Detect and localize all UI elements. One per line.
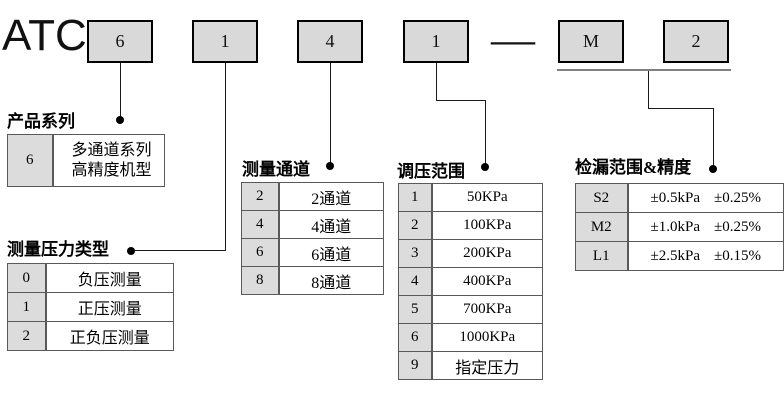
- desc-line-1: 多通道系列: [71, 141, 152, 159]
- code-box-channels: 4: [297, 20, 363, 63]
- table-row: 9 指定压力: [398, 351, 543, 380]
- desc-cell: 1000KPa: [431, 323, 543, 352]
- code-cell: 4: [398, 267, 433, 296]
- connector-dot-series: [116, 116, 124, 124]
- connector-line-pressure-type-h: [135, 250, 226, 251]
- table-series: 6 多通道系列 高精度机型: [7, 134, 165, 187]
- connector-line-leak-h: [648, 108, 714, 109]
- connector-line-series: [120, 63, 121, 118]
- connector-line-pressure-type-v: [225, 63, 226, 251]
- section-title-pressure-range: 调压范围: [397, 162, 465, 181]
- table-row: S2 ±0.5kPa ±0.25%: [575, 183, 784, 213]
- code-box-leak-letter: M: [558, 20, 624, 63]
- separator-dash: —: [491, 15, 535, 64]
- section-title-series: 产品系列: [7, 112, 75, 131]
- code-box-series: 6: [87, 20, 153, 63]
- leak-group-underline: [557, 69, 731, 71]
- leak-accuracy-value: ±0.25%: [714, 189, 761, 206]
- connector-line-range-h: [436, 100, 486, 101]
- table-row: 2 正负压测量: [7, 321, 174, 351]
- desc-cell: ±1.0kPa ±0.25%: [627, 212, 784, 242]
- code-cell: 6: [7, 134, 54, 187]
- table-row: 4 400KPa: [398, 267, 543, 296]
- connector-line-range-v1: [436, 63, 437, 101]
- table-row: 6 1000KPa: [398, 323, 543, 352]
- connector-line-range-v2: [485, 100, 486, 164]
- table-row: 2 100KPa: [398, 211, 543, 240]
- desc-cell: 多通道系列 高精度机型: [52, 134, 165, 187]
- desc-cell: 正压测量: [45, 292, 174, 322]
- connector-dot-range: [481, 163, 489, 171]
- code-cell: 5: [398, 295, 433, 324]
- desc-cell: 100KPa: [431, 211, 543, 240]
- leak-accuracy-value: ±0.15%: [714, 247, 761, 264]
- desc-cell: ±2.5kPa ±0.15%: [627, 241, 784, 271]
- connector-dot-pressure-type: [127, 247, 135, 255]
- table-row: M2 ±1.0kPa ±0.25%: [575, 212, 784, 242]
- code-cell: 1: [398, 183, 433, 212]
- code-cell: 6: [398, 323, 433, 352]
- leak-range-value: ±2.5kPa: [650, 247, 700, 264]
- connector-line-leak-v2: [713, 108, 714, 166]
- desc-cell: 正负压测量: [45, 321, 174, 351]
- desc-line-2: 高精度机型: [71, 161, 152, 179]
- code-cell: 4: [241, 210, 280, 239]
- code-cell: 1: [7, 292, 47, 322]
- desc-cell: 6通道: [278, 238, 384, 267]
- code-box-pressure-type: 1: [192, 20, 258, 63]
- desc-cell: 2通道: [278, 182, 384, 211]
- desc-cell: 4通道: [278, 210, 384, 239]
- code-box-leak-digit: 2: [663, 20, 729, 63]
- desc-cell: 指定压力: [431, 351, 543, 380]
- code-cell: 2: [7, 321, 47, 351]
- table-row: 6 多通道系列 高精度机型: [7, 134, 165, 187]
- code-cell: 2: [398, 211, 433, 240]
- desc-cell: 负压测量: [45, 263, 174, 293]
- leak-accuracy-value: ±0.25%: [714, 218, 761, 235]
- table-row: 0 负压测量: [7, 263, 174, 293]
- code-cell: 0: [7, 263, 47, 293]
- table-row: L1 ±2.5kPa ±0.15%: [575, 241, 784, 271]
- connector-dot-leak: [709, 165, 717, 173]
- code-cell: 2: [241, 182, 280, 211]
- code-cell: 6: [241, 238, 280, 267]
- section-title-pressure-type: 测量压力类型: [7, 240, 109, 259]
- table-row: 4 4通道: [241, 210, 384, 239]
- desc-cell: 400KPa: [431, 267, 543, 296]
- table-pressure-type: 0 负压测量 1 正压测量 2 正负压测量: [7, 263, 174, 351]
- code-box-range: 1: [403, 20, 469, 63]
- code-cell: S2: [575, 183, 629, 213]
- table-row: 1 正压测量: [7, 292, 174, 322]
- leak-range-value: ±1.0kPa: [650, 218, 700, 235]
- code-cell: M2: [575, 212, 629, 242]
- table-row: 8 8通道: [241, 266, 384, 295]
- connector-line-leak-v1: [648, 71, 649, 109]
- code-cell: 8: [241, 266, 280, 295]
- table-channels: 2 2通道 4 4通道 6 6通道 8 8通道: [241, 182, 384, 295]
- leak-range-value: ±0.5kPa: [650, 189, 700, 206]
- connector-dot-channels: [326, 162, 334, 170]
- desc-cell: 8通道: [278, 266, 384, 295]
- section-title-channels: 测量通道: [242, 160, 310, 179]
- desc-cell: 700KPa: [431, 295, 543, 324]
- table-row: 2 2通道: [241, 182, 384, 211]
- table-row: 5 700KPa: [398, 295, 543, 324]
- desc-cell: 200KPa: [431, 239, 543, 268]
- table-row: 1 50KPa: [398, 183, 543, 212]
- section-title-leak-accuracy: 检漏范围&精度: [575, 158, 692, 177]
- table-pressure-range: 1 50KPa 2 100KPa 3 200KPa 4 400KPa 5 700…: [398, 183, 543, 380]
- desc-cell: 50KPa: [431, 183, 543, 212]
- code-cell: 9: [398, 351, 433, 380]
- table-leak-accuracy: S2 ±0.5kPa ±0.25% M2 ±1.0kPa ±0.25% L1 ±2.…: [575, 183, 784, 271]
- desc-cell: ±0.5kPa ±0.25%: [627, 183, 784, 213]
- code-cell: 3: [398, 239, 433, 268]
- code-cell: L1: [575, 241, 629, 271]
- connector-line-channels: [330, 63, 331, 164]
- model-prefix: ATC: [2, 11, 87, 60]
- table-row: 3 200KPa: [398, 239, 543, 268]
- table-row: 6 6通道: [241, 238, 384, 267]
